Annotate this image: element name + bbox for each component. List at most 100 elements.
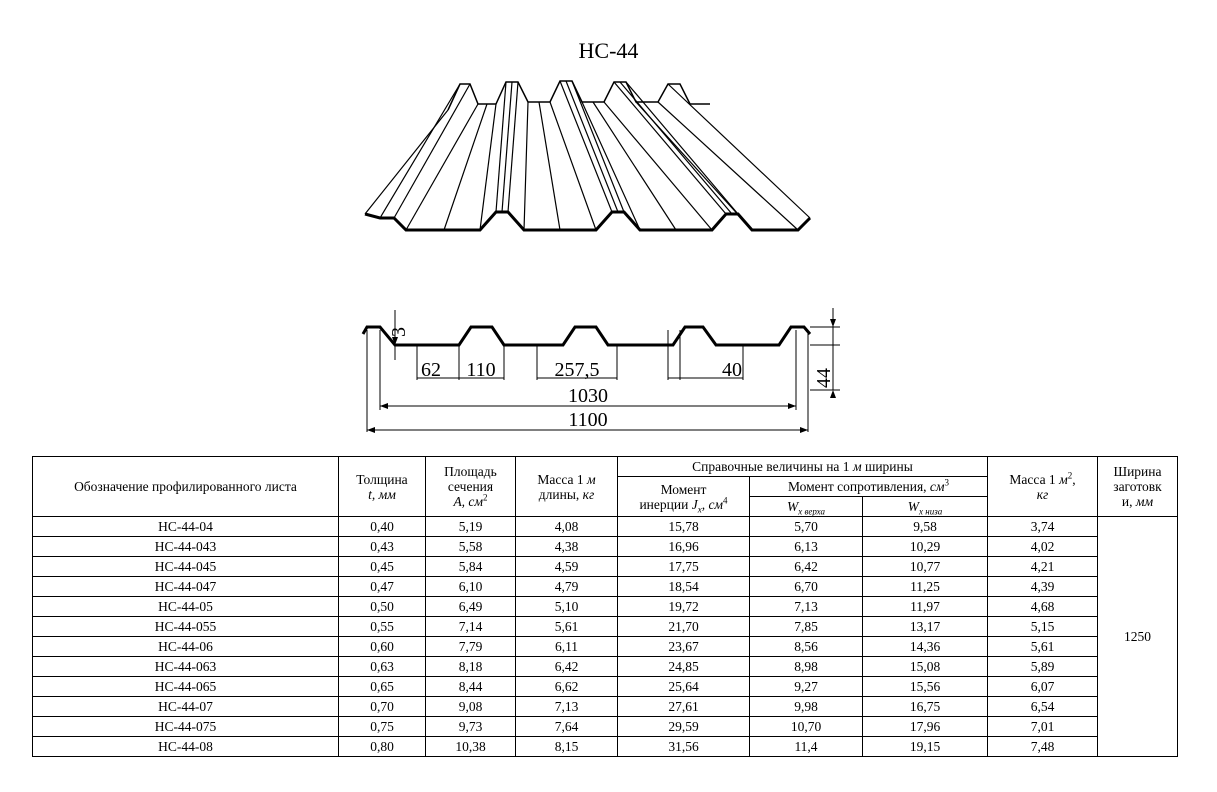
cell-area: 6,10	[425, 576, 516, 597]
cell-thickness: 0,80	[338, 736, 426, 757]
profile-3d-drawing	[364, 80, 812, 232]
cell-mass-per-m2: 7,48	[987, 736, 1098, 757]
dim-110: 110	[466, 359, 495, 381]
cell-area: 9,73	[425, 716, 516, 737]
cell-inertia: 21,70	[617, 616, 750, 637]
cell-w-bottom: 11,97	[862, 596, 988, 617]
page-title: НС-44	[578, 38, 639, 63]
cell-inertia: 31,56	[617, 736, 750, 757]
cell-blank-width: 1250	[1097, 516, 1178, 757]
cell-w-bottom: 11,25	[862, 576, 988, 597]
cell-w-top: 11,4	[749, 736, 863, 757]
cell-area: 7,14	[425, 616, 516, 637]
cell-mass-per-m2: 5,61	[987, 636, 1098, 657]
cell-designation: НС-44-06	[32, 636, 339, 657]
cell-area: 5,58	[425, 536, 516, 557]
cell-w-top: 9,98	[749, 696, 863, 717]
cell-mass-per-meter: 6,62	[515, 676, 618, 697]
cell-designation: НС-44-04	[32, 516, 339, 537]
spec-table: Обозначение профилированного листа Толщи…	[32, 456, 1178, 757]
cell-thickness: 0,40	[338, 516, 426, 537]
cell-area: 9,08	[425, 696, 516, 717]
cell-thickness: 0,43	[338, 536, 426, 557]
header-w-bottom: Wx низа	[862, 496, 988, 517]
cell-area: 8,18	[425, 656, 516, 677]
cell-mass-per-meter: 6,42	[515, 656, 618, 677]
cell-mass-per-m2: 6,07	[987, 676, 1098, 697]
header-mass-per-m2: Масса 1 м2,кг	[987, 456, 1098, 517]
cell-w-top: 8,56	[749, 636, 863, 657]
cell-w-bottom: 9,58	[862, 516, 988, 537]
dim-44: 44	[813, 368, 835, 388]
cell-w-bottom: 10,77	[862, 556, 988, 577]
cell-w-bottom: 14,36	[862, 636, 988, 657]
cell-thickness: 0,75	[338, 716, 426, 737]
cell-designation: НС-44-045	[32, 556, 339, 577]
cell-area: 5,84	[425, 556, 516, 577]
cell-mass-per-meter: 4,08	[515, 516, 618, 537]
cell-w-bottom: 15,08	[862, 656, 988, 677]
cell-w-bottom: 13,17	[862, 616, 988, 637]
cell-area: 7,79	[425, 636, 516, 657]
header-resistance-moment: Момент сопротивления, см3	[749, 476, 988, 497]
cell-mass-per-m2: 3,74	[987, 516, 1098, 537]
dim-62: 62	[421, 359, 441, 381]
cell-thickness: 0,45	[338, 556, 426, 577]
cell-inertia: 27,61	[617, 696, 750, 717]
cell-area: 8,44	[425, 676, 516, 697]
cell-mass-per-meter: 4,79	[515, 576, 618, 597]
cell-w-top: 6,70	[749, 576, 863, 597]
cell-inertia: 29,59	[617, 716, 750, 737]
cell-mass-per-meter: 6,11	[515, 636, 618, 657]
cell-w-bottom: 15,56	[862, 676, 988, 697]
cell-w-top: 6,13	[749, 536, 863, 557]
cell-inertia: 24,85	[617, 656, 750, 677]
cell-mass-per-m2: 5,89	[987, 656, 1098, 677]
dim-3: 3	[388, 327, 410, 337]
cell-thickness: 0,50	[338, 596, 426, 617]
cell-thickness: 0,70	[338, 696, 426, 717]
cell-mass-per-meter: 5,10	[515, 596, 618, 617]
cell-mass-per-m2: 4,68	[987, 596, 1098, 617]
cell-inertia: 25,64	[617, 676, 750, 697]
cell-designation: НС-44-08	[32, 736, 339, 757]
cell-thickness: 0,47	[338, 576, 426, 597]
cell-inertia: 15,78	[617, 516, 750, 537]
header-reference-values: Справочные величины на 1 м ширины	[617, 456, 988, 477]
cell-mass-per-m2: 4,39	[987, 576, 1098, 597]
dim-40: 40	[722, 359, 742, 381]
cell-thickness: 0,65	[338, 676, 426, 697]
cell-mass-per-meter: 7,64	[515, 716, 618, 737]
cell-designation: НС-44-047	[32, 576, 339, 597]
cell-mass-per-meter: 8,15	[515, 736, 618, 757]
cell-mass-per-m2: 7,01	[987, 716, 1098, 737]
cell-mass-per-meter: 4,38	[515, 536, 618, 557]
profile-section-drawing: 3 62 110 257,5 40 1030 1100 44	[361, 308, 840, 433]
cell-mass-per-m2: 4,02	[987, 536, 1098, 557]
cell-designation: НС-44-055	[32, 616, 339, 637]
cell-inertia: 16,96	[617, 536, 750, 557]
cell-designation: НС-44-05	[32, 596, 339, 617]
dim-1100: 1100	[568, 409, 607, 431]
cell-designation: НС-44-063	[32, 656, 339, 677]
cell-area: 10,38	[425, 736, 516, 757]
cell-inertia: 18,54	[617, 576, 750, 597]
cell-w-bottom: 17,96	[862, 716, 988, 737]
cell-area: 6,49	[425, 596, 516, 617]
cell-w-bottom: 16,75	[862, 696, 988, 717]
